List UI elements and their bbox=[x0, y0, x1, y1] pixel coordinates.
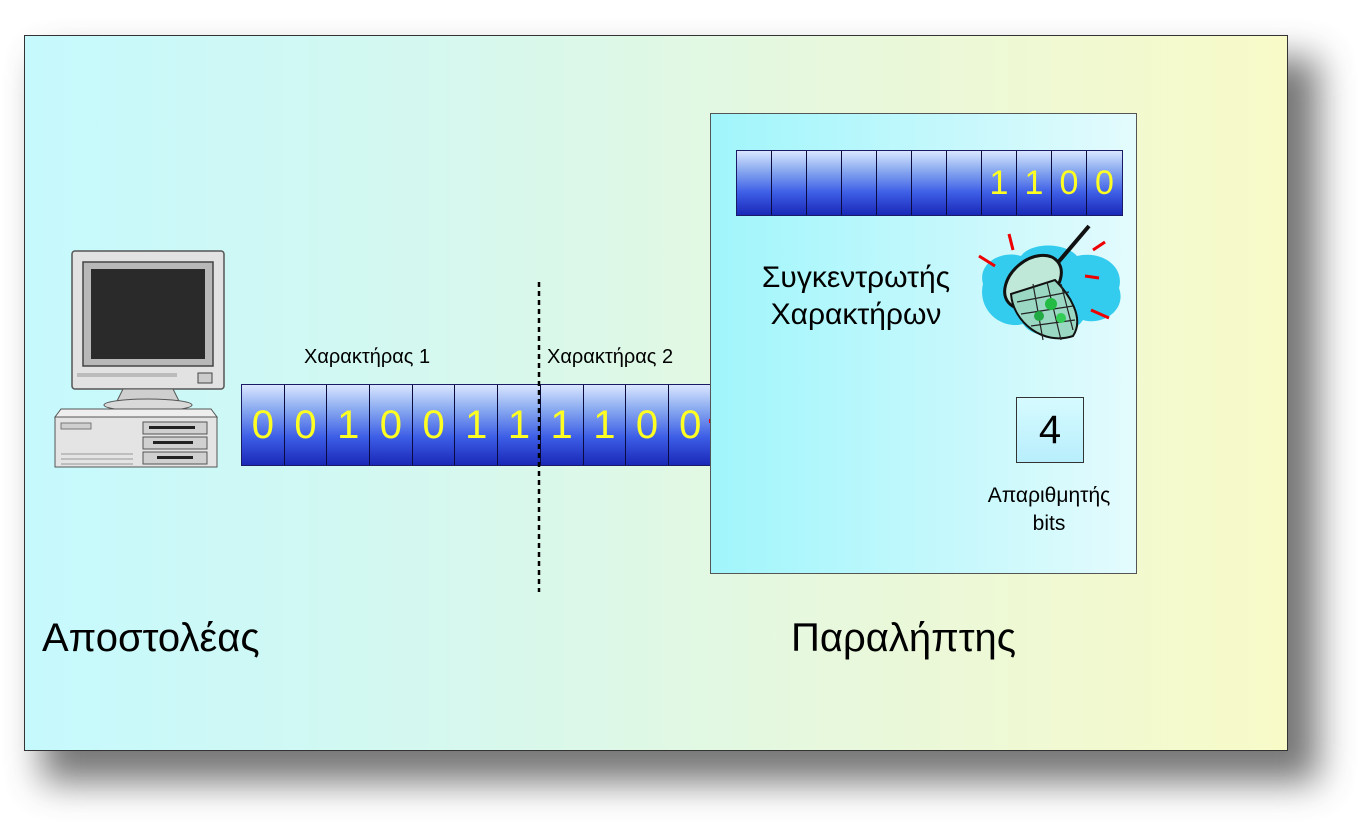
buffer-bit-cell bbox=[737, 151, 772, 215]
receiver-label: Παραλήπτης bbox=[791, 616, 1017, 660]
counter-label-line1: Απαριθμητής bbox=[987, 484, 1111, 507]
buffer-bit-cell: 1 bbox=[982, 151, 1017, 215]
buffer-bit-cell: 0 bbox=[1087, 151, 1122, 215]
stream-bit-cell: 1 bbox=[583, 385, 627, 465]
sender-label: Αποστολέας bbox=[42, 616, 260, 660]
char2-label: Χαρακτήρας 2 bbox=[547, 346, 674, 368]
stream-bit-cell: 0 bbox=[668, 385, 712, 465]
buffer-bit-cell bbox=[842, 151, 877, 215]
character-separator bbox=[537, 282, 541, 592]
buffer-bit-cell: 1 bbox=[1017, 151, 1052, 215]
assembler-label-line2: Χαρακτήρων bbox=[770, 298, 942, 331]
net-icon bbox=[978, 224, 1121, 341]
bit-counter: 4 bbox=[1016, 397, 1084, 463]
assembler-label: Συγκεντρωτής Χαρακτήρων bbox=[741, 259, 971, 333]
stream-bit-cell: 1 bbox=[540, 385, 584, 465]
buffer-bit-cell bbox=[807, 151, 842, 215]
computer-icon bbox=[54, 250, 225, 468]
stream-bit-cell: 1 bbox=[327, 385, 371, 465]
stream-bit-cell: 1 bbox=[455, 385, 499, 465]
buffer-bit-cell bbox=[877, 151, 912, 215]
counter-label: Απαριθμητής bits bbox=[951, 482, 1147, 538]
stream-bit-cell: 1 bbox=[498, 385, 541, 465]
stream-bit-cell: 0 bbox=[284, 385, 328, 465]
buffer-bit-cell bbox=[912, 151, 947, 215]
stream-bit-cell: 0 bbox=[242, 385, 285, 465]
stream-bit-cell: 0 bbox=[370, 385, 413, 465]
stream-bit-cell: 0 bbox=[412, 385, 456, 465]
buffer-bit-cell bbox=[772, 151, 807, 215]
assembler-label-line1: Συγκεντρωτής bbox=[761, 261, 951, 294]
buffer-bit-cell: 0 bbox=[1052, 151, 1087, 215]
buffer-bit-cell bbox=[947, 151, 982, 215]
counter-label-line2: bits bbox=[1032, 512, 1066, 535]
stream-bit-cell: 0 bbox=[626, 385, 669, 465]
char1-label: Χαρακτήρας 1 bbox=[304, 346, 431, 368]
